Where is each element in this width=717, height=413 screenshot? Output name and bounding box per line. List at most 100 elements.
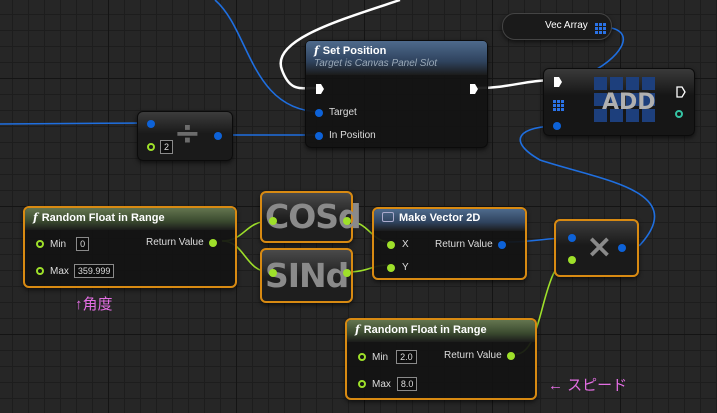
make-vector-node[interactable]: Make Vector 2D X Y Return Value [372, 207, 527, 280]
add-item-pin[interactable] [553, 122, 561, 130]
function-icon: f [33, 211, 38, 224]
divide-out-pin-dot[interactable] [214, 132, 222, 140]
make-vector-x-pin[interactable]: X [387, 239, 409, 250]
x-pin-label: X [402, 239, 409, 250]
x-pin-dot[interactable] [387, 240, 395, 249]
add-item-pin-dot[interactable] [553, 122, 561, 130]
make-vector-return-pin[interactable]: Return Value [435, 239, 506, 250]
add-array-pin[interactable] [553, 100, 564, 111]
random-speed-return-pin[interactable]: Return Value [444, 350, 515, 361]
make-vector-title: Make Vector 2D [399, 212, 481, 224]
random-speed-max-pin[interactable]: Max 8.0 [358, 377, 418, 391]
add-watermark [594, 77, 655, 122]
target-pin-dot[interactable] [315, 108, 323, 117]
make-vector-icon [382, 212, 394, 222]
multiply-node[interactable]: × [554, 219, 639, 277]
add-index-pin[interactable] [675, 110, 683, 118]
max-pin-dot[interactable] [358, 380, 366, 388]
return-label: Return Value [435, 239, 493, 250]
target-pin[interactable]: Target [315, 107, 357, 118]
cos-in-pin-dot[interactable] [269, 217, 277, 225]
random-angle-return-pin[interactable]: Return Value [146, 237, 217, 248]
add-index-pin-dot[interactable] [675, 110, 683, 118]
random-angle-title: Random Float in Range [41, 212, 165, 224]
random-speed-min-pin[interactable]: Min 2.0 [358, 350, 417, 364]
min-pin-dot[interactable] [36, 240, 44, 248]
cos-node[interactable]: COSd [260, 191, 362, 243]
multiply-out-pin[interactable] [618, 244, 626, 252]
divide-a-pin-dot[interactable] [147, 120, 155, 128]
left-in-wire [0, 122, 151, 125]
make-vector-y-pin[interactable]: Y [387, 262, 409, 273]
exec-in-icon [316, 84, 324, 94]
min-value[interactable]: 2.0 [396, 350, 417, 364]
random-angle-min-pin[interactable]: Min 0 [36, 237, 90, 251]
multiply-b-pin[interactable] [568, 256, 576, 264]
min-value[interactable]: 0 [76, 237, 90, 251]
array-pin-icon [553, 100, 564, 111]
in-position-pin-dot[interactable] [315, 131, 323, 140]
exec-out-pin[interactable] [469, 83, 479, 95]
vec-array-node[interactable]: Vec Array [502, 13, 612, 40]
exec-in-pin[interactable] [315, 83, 325, 95]
return-pin-dot[interactable] [208, 238, 217, 247]
sin-in-pin-dot[interactable] [269, 269, 277, 277]
multiply-out-pin-dot[interactable] [618, 244, 626, 252]
divide-node[interactable]: ÷ 2 [137, 111, 233, 161]
return-pin-dot[interactable] [497, 240, 506, 249]
set-position-subtitle: Target is Canvas Panel Slot [314, 58, 438, 69]
target-pin-label: Target [329, 107, 357, 118]
return-label: Return Value [444, 350, 502, 361]
sin-node[interactable]: SINd [260, 248, 353, 303]
sin-out-pin[interactable] [343, 269, 351, 277]
exec-out-icon [470, 84, 478, 94]
min-pin-dot[interactable] [358, 353, 366, 361]
add-exec-out-pin[interactable] [676, 86, 686, 98]
cos-out-pin-dot[interactable] [343, 217, 351, 225]
random-angle-max-pin[interactable]: Max 359.999 [36, 264, 115, 278]
cos-out-pin[interactable] [343, 217, 351, 225]
multiply-a-pin-dot[interactable] [568, 234, 576, 242]
in-position-pin-label: In Position [329, 130, 376, 141]
y-pin-dot[interactable] [387, 263, 395, 272]
max-value[interactable]: 8.0 [396, 377, 418, 391]
divide-out-pin[interactable] [214, 132, 222, 140]
angle-comment: ↑角度 [75, 296, 113, 313]
max-value[interactable]: 359.999 [73, 264, 115, 278]
multiply-b-pin-dot[interactable] [568, 256, 576, 264]
divide-symbol: ÷ [174, 114, 201, 152]
exec-in-icon [554, 77, 562, 87]
array-pin-icon[interactable] [595, 23, 606, 34]
cos-in-pin[interactable] [269, 217, 277, 225]
return-pin-dot[interactable] [506, 351, 515, 360]
multiply-symbol: × [586, 227, 613, 265]
sin-out-pin-dot[interactable] [343, 269, 351, 277]
multiply-a-pin[interactable] [568, 234, 576, 242]
in-position-pin[interactable]: In Position [315, 130, 376, 141]
add-exec-in-pin[interactable] [553, 76, 563, 88]
exec-out-icon [676, 86, 686, 98]
sin-label: SINd [265, 256, 349, 295]
add-node[interactable]: ADD [543, 68, 695, 136]
cos-label: COSd [265, 197, 362, 236]
max-pin-label: Max [50, 265, 69, 277]
divide-b-pin-dot[interactable] [147, 143, 155, 151]
set-position-title: Set Position [322, 45, 387, 57]
divide-b-value[interactable]: 2 [160, 140, 174, 154]
make-vector-header: Make Vector 2D [374, 209, 525, 231]
y-pin-label: Y [402, 262, 409, 273]
divide-b-pin[interactable]: 2 [147, 140, 174, 154]
divide-a-pin[interactable] [147, 120, 155, 128]
min-pin-label: Min [50, 238, 67, 250]
random-speed-title: Random Float in Range [363, 324, 487, 336]
max-pin-dot[interactable] [36, 267, 44, 275]
sin-in-pin[interactable] [269, 269, 277, 277]
speed-comment: ← スピード [548, 377, 628, 394]
function-icon: f [314, 44, 319, 57]
